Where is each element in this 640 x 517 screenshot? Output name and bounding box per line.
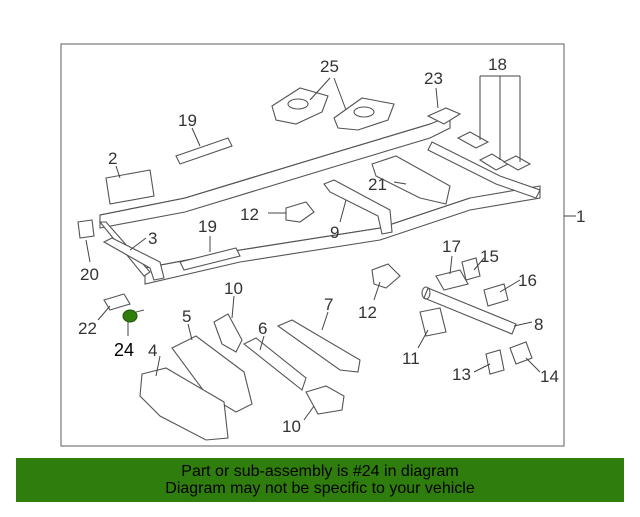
part-24-highlighted bbox=[122, 309, 145, 323]
callout-17: 17 bbox=[442, 237, 461, 256]
callout-5: 5 bbox=[182, 307, 191, 326]
callout-3: 3 bbox=[148, 229, 157, 248]
part-20 bbox=[77, 219, 95, 239]
part-19-lower bbox=[179, 247, 241, 271]
part-23 bbox=[426, 107, 462, 125]
callout-13: 13 bbox=[452, 365, 471, 384]
part-25-mounts bbox=[271, 87, 395, 131]
callout-9: 9 bbox=[330, 223, 339, 242]
callout-4: 4 bbox=[148, 341, 157, 360]
callout-12-lower: 12 bbox=[358, 303, 377, 322]
callout-19-upper: 19 bbox=[178, 111, 197, 130]
callout-22: 22 bbox=[78, 319, 97, 338]
part-8-tube bbox=[421, 286, 517, 335]
callout-12-upper: 12 bbox=[240, 205, 259, 224]
part-2 bbox=[105, 169, 155, 205]
part-21 bbox=[371, 155, 451, 205]
info-banner: Part or sub-assembly is #24 in diagram D… bbox=[16, 458, 624, 502]
callout-1: 1 bbox=[576, 207, 585, 226]
callout-10-lower: 10 bbox=[282, 417, 301, 436]
callout-25: 25 bbox=[320, 57, 339, 76]
part-19-upper bbox=[175, 137, 233, 165]
callout-19-lower: 19 bbox=[198, 217, 217, 236]
banner-line-1: Part or sub-assembly is #24 in diagram bbox=[181, 463, 459, 480]
callout-23: 23 bbox=[424, 69, 443, 88]
callout-11: 11 bbox=[402, 349, 420, 368]
part-6 bbox=[242, 337, 307, 391]
callout-10-upper: 10 bbox=[224, 279, 243, 298]
part-4 bbox=[139, 367, 229, 441]
callout-15: 15 bbox=[480, 247, 499, 266]
part-15 bbox=[461, 257, 481, 281]
part-13 bbox=[485, 349, 505, 375]
callout-18: 18 bbox=[488, 55, 507, 74]
leader-lines bbox=[85, 75, 541, 421]
part-10-upper bbox=[213, 313, 243, 353]
callout-16: 16 bbox=[518, 271, 537, 290]
rear-crossmember bbox=[427, 141, 541, 199]
callout-6: 6 bbox=[258, 319, 267, 338]
part-22 bbox=[103, 293, 131, 311]
part-17 bbox=[435, 269, 469, 291]
callout-7: 7 bbox=[324, 295, 333, 314]
frame-rail-upper bbox=[99, 115, 451, 229]
part-12-lower bbox=[371, 263, 401, 289]
part-12-upper bbox=[285, 201, 315, 223]
part-11 bbox=[419, 307, 447, 337]
callout-2: 2 bbox=[108, 149, 117, 168]
callout-24: 24 bbox=[114, 340, 134, 360]
callout-20: 20 bbox=[80, 265, 99, 284]
callout-14: 14 bbox=[540, 367, 559, 386]
part-16 bbox=[483, 283, 509, 307]
part-10-lower bbox=[305, 385, 345, 415]
callout-8: 8 bbox=[534, 315, 543, 334]
part-3 bbox=[102, 237, 165, 281]
callout-21: 21 bbox=[368, 175, 387, 194]
part-7 bbox=[276, 319, 361, 373]
part-18-brackets bbox=[456, 131, 532, 171]
banner-line-2: Diagram may not be specific to your vehi… bbox=[165, 480, 475, 497]
part-9 bbox=[323, 179, 393, 235]
